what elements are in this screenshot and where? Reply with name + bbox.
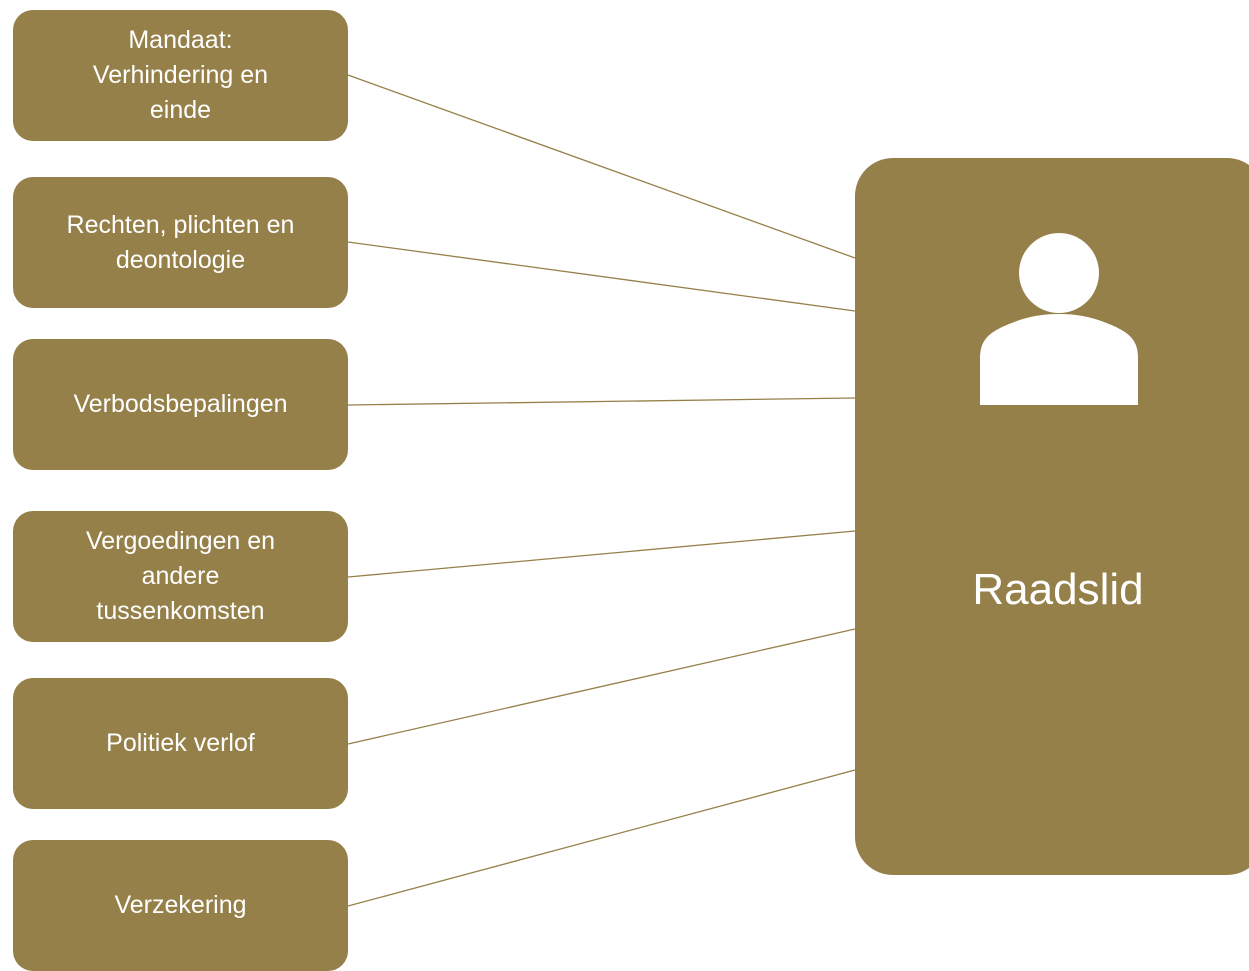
topic-box-verzekering: Verzekering — [13, 840, 348, 971]
topic-box-verbodsbepalingen: Verbodsbepalingen — [13, 339, 348, 470]
connector-line — [347, 397, 856, 406]
topic-box-politiek-verlof: Politiek verlof — [13, 678, 348, 809]
connector-line — [347, 74, 856, 259]
topic-box-vergoedingen: Vergoedingen en andere tussenkomsten — [13, 511, 348, 642]
topic-label: Vergoedingen en andere tussenkomsten — [85, 527, 276, 625]
topic-label: Politiek verlof — [106, 729, 255, 757]
topic-label: Verbodsbepalingen — [73, 390, 288, 418]
raadslid-card: Raadslid — [855, 158, 1249, 875]
connector-line — [347, 628, 856, 745]
topic-label: Mandaat: Verhindering en einde — [92, 26, 269, 124]
topic-box-rechten: Rechten, plichten en deontologie — [13, 177, 348, 308]
topic-box-mandaat: Mandaat: Verhindering en einde — [13, 10, 348, 141]
person-icon — [980, 233, 1138, 405]
center-title: Raadslid — [972, 565, 1144, 614]
connector-line — [347, 769, 856, 907]
connector-line — [347, 530, 856, 578]
topic-label: Verzekering — [114, 891, 247, 919]
topic-label: Rechten, plichten en deontologie — [66, 210, 295, 274]
connector-line — [347, 241, 856, 312]
